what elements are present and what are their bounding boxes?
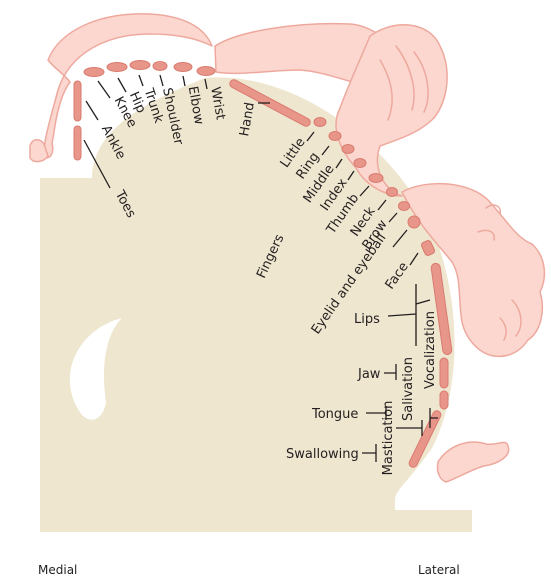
- homunculus-tongue: [437, 442, 508, 482]
- segment-ankle: [74, 126, 81, 160]
- segment-thumb: [369, 174, 383, 183]
- label-tongue: Tongue: [311, 407, 358, 422]
- leader-knee: [98, 81, 110, 98]
- label-lips: Lips: [354, 312, 380, 327]
- segment-index: [354, 159, 366, 168]
- segment-shoulder: [153, 62, 167, 71]
- segment-trunk: [130, 61, 150, 70]
- segment-eyelid: [408, 216, 420, 228]
- segment-hip: [107, 63, 127, 72]
- segment-brow: [399, 202, 410, 211]
- label-mastication: Mastication: [381, 401, 396, 476]
- label-jaw: Jaw: [357, 367, 381, 382]
- segment-little: [314, 118, 326, 127]
- segment-middle: [342, 145, 354, 154]
- cortex-section: [40, 77, 472, 532]
- leader-shoulder: [160, 75, 163, 86]
- leader-elbow: [183, 76, 185, 86]
- segment-jaw: [440, 358, 448, 388]
- leader-hip: [118, 78, 126, 92]
- segment-ring: [329, 132, 341, 141]
- label-swallowing: Swallowing: [286, 447, 359, 462]
- label-lateral: Lateral: [418, 563, 460, 577]
- label-salivation: Salivation: [401, 357, 416, 421]
- leader-trunk: [139, 75, 143, 86]
- segment-elbow: [174, 63, 192, 72]
- label-vocalization: Vocalization: [423, 311, 438, 389]
- segment-knee: [84, 68, 104, 77]
- segment-toes: [74, 81, 81, 121]
- label-medial: Medial: [38, 563, 77, 577]
- segment-neck: [387, 188, 398, 197]
- segment-tongue: [440, 391, 448, 409]
- segment-wrist: [197, 67, 215, 76]
- leader-ankle: [86, 101, 98, 120]
